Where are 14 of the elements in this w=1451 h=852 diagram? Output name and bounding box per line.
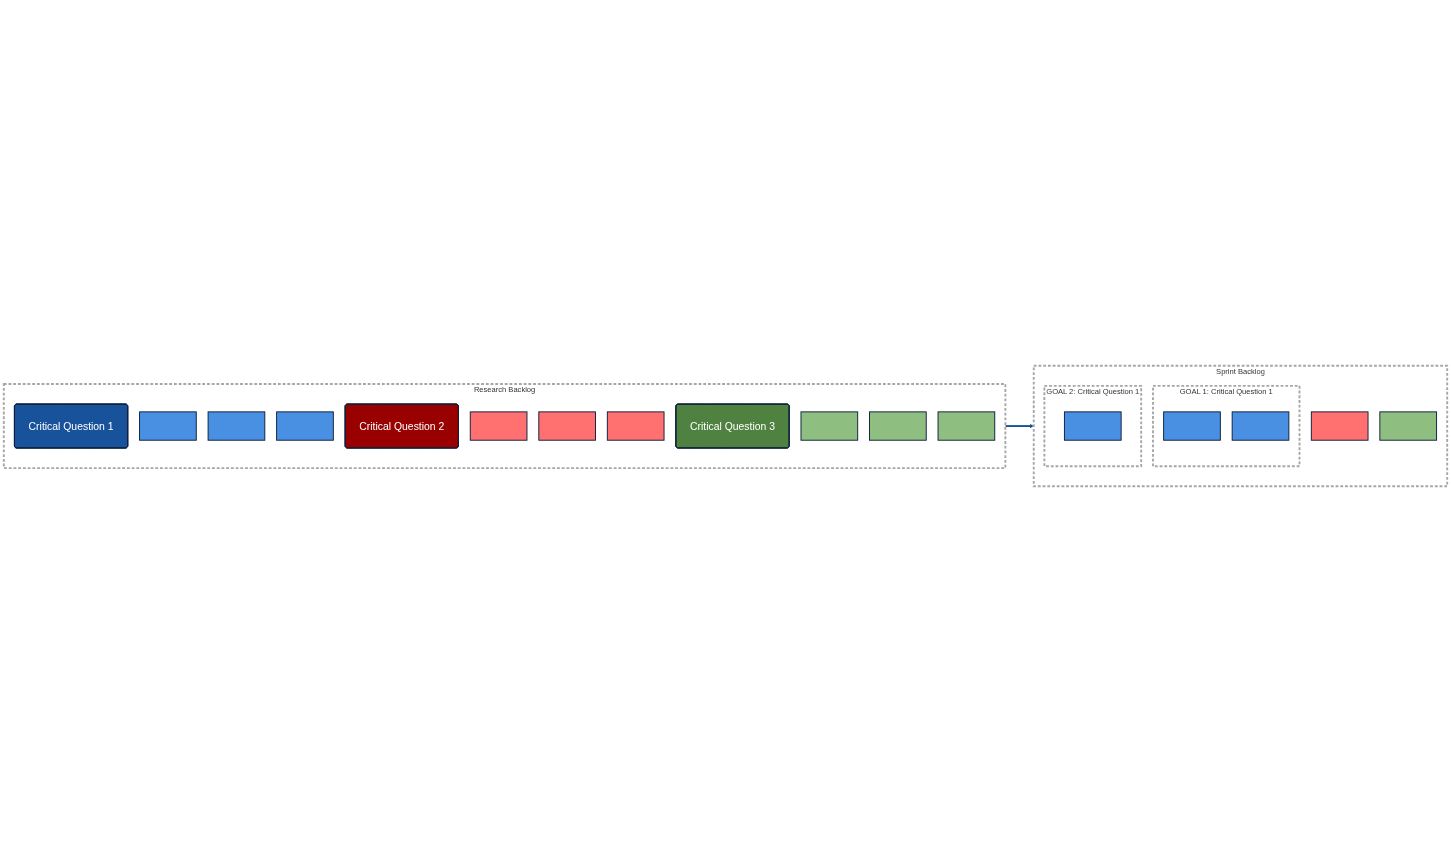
node-box	[207, 411, 266, 441]
node-box	[1231, 411, 1290, 441]
node-box	[1310, 411, 1369, 441]
node-box	[869, 411, 927, 441]
node-box	[1379, 411, 1438, 441]
node-box	[1063, 411, 1122, 441]
node-box	[800, 411, 859, 441]
node-box	[606, 411, 665, 441]
node-box	[469, 411, 528, 441]
node-box	[276, 411, 334, 441]
node-box	[538, 411, 596, 441]
node-box	[937, 411, 996, 441]
node-box	[139, 411, 197, 441]
node-box	[1163, 411, 1221, 441]
